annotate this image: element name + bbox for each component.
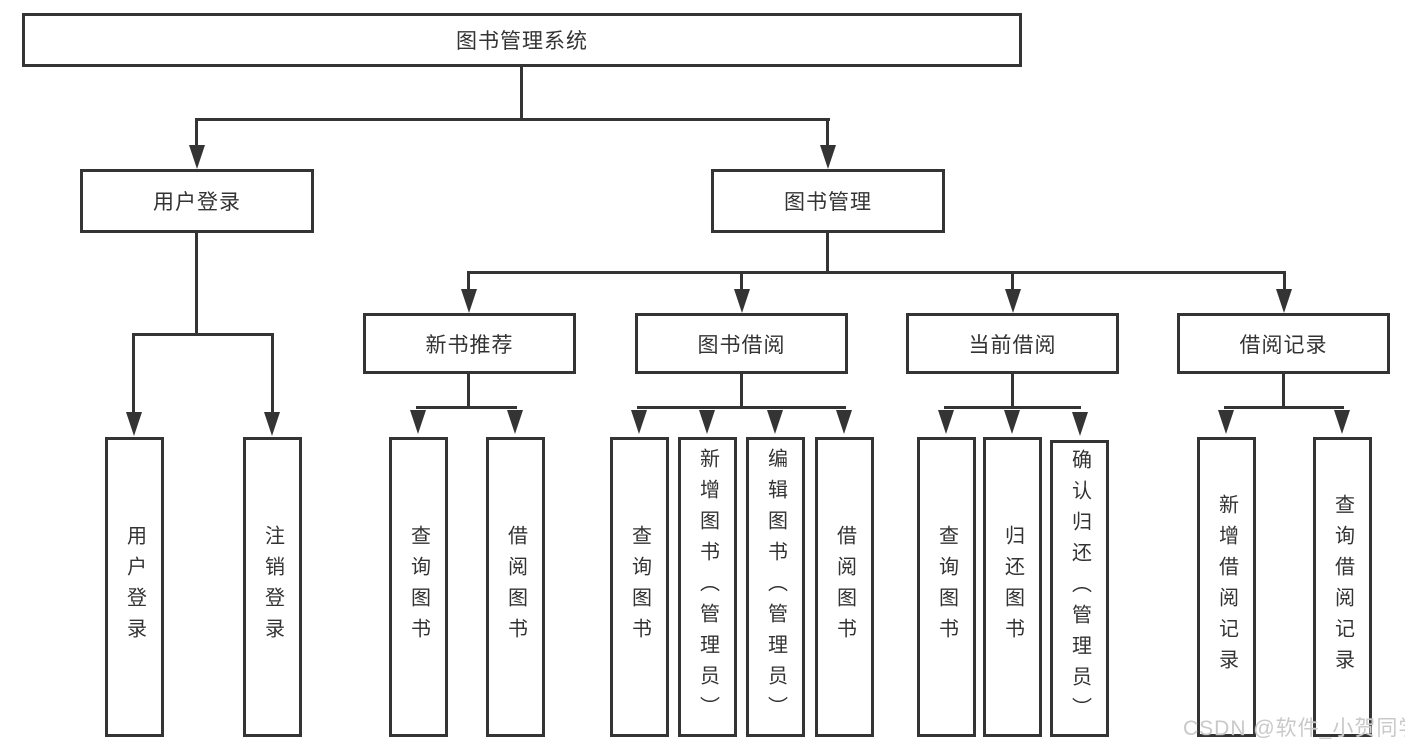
arrow-down-icon [1072,412,1088,436]
node-borrow-records: 借阅记录 [1177,313,1390,374]
node-library-management-system: 图书管理系统 [22,13,1022,67]
arrow-down-icon [1004,410,1020,434]
node-user-login: 用户登录 [80,169,314,233]
arrow-down-icon [836,410,852,434]
arrow-down-icon [1334,410,1350,434]
node-book-management: 图书管理 [711,169,945,233]
connector-line [520,67,523,120]
arrow-down-icon [1005,289,1021,313]
leaf-add-books-admin: 新增图书（管理员） [678,437,737,737]
leaf-logout: 注销登录 [243,437,302,737]
leaf-query-books-borrow: 查询图书 [610,437,669,737]
arrow-down-icon [189,145,205,169]
arrow-down-icon [126,412,142,436]
arrow-down-icon [410,410,426,434]
connector-line [944,406,1081,409]
leaf-return-books: 归还图书 [983,437,1042,737]
connector-line [467,374,470,409]
connector-line [740,374,743,409]
connector-line [826,118,829,148]
connector-line [1011,374,1014,409]
node-book-borrow: 图书借阅 [635,313,848,374]
csdn-watermark: CSDN @软件_小贺同学 [1183,717,1405,740]
connector-line [1283,271,1286,293]
leaf-confirm-return-admin: 确认归还（管理员） [1050,440,1109,737]
arrow-down-icon [734,289,750,313]
arrow-down-icon [767,410,783,434]
connector-line [740,271,743,293]
leaf-query-books-current: 查询图书 [917,437,976,737]
arrow-down-icon [820,145,836,169]
arrow-down-icon [631,410,647,434]
node-current-borrow: 当前借阅 [906,313,1119,374]
connector-line [1282,374,1285,409]
arrow-down-icon [461,289,477,313]
arrow-down-icon [507,410,523,434]
connector-line [195,233,198,336]
leaf-query-books-recommend: 查询图书 [389,437,448,737]
arrow-down-icon [938,410,954,434]
connector-line [1224,406,1344,409]
connector-line [132,333,274,336]
arrow-down-icon [699,410,715,434]
leaf-user-login: 用户登录 [105,437,164,737]
leaf-query-borrow-record: 查询借阅记录 [1313,437,1372,737]
arrow-down-icon [1218,410,1234,434]
leaf-add-borrow-record: 新增借阅记录 [1197,437,1256,737]
arrow-down-icon [1276,289,1292,313]
connector-line [467,271,470,293]
connector-line [637,406,846,409]
connector-line [467,271,1286,274]
connector-line [416,406,517,409]
connector-line [1011,271,1014,293]
arrow-down-icon [264,412,280,436]
connector-line [271,333,274,414]
leaf-borrow-books: 借阅图书 [815,437,874,737]
connector-line [132,333,135,414]
node-new-book-recommend: 新书推荐 [363,313,576,374]
connector-line [195,118,830,121]
connector-line [195,118,198,148]
connector-line [826,233,829,274]
leaf-borrow-books-recommend: 借阅图书 [486,437,545,737]
leaf-edit-books-admin: 编辑图书（管理员） [746,437,805,737]
